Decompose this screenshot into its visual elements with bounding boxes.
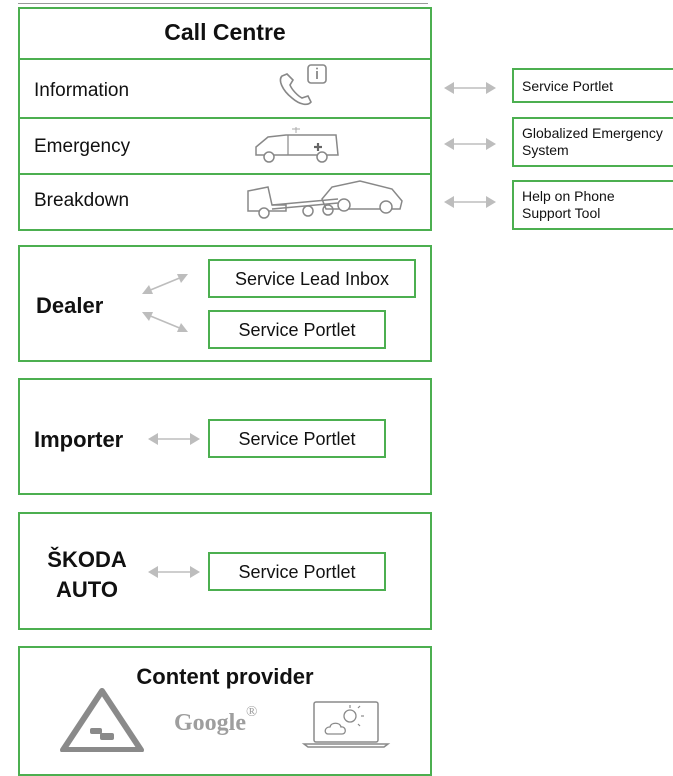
- row-emergency-label: Emergency: [34, 136, 131, 157]
- box-service-portlet-cc: Service Portlet: [512, 68, 673, 103]
- google-logo: Google®: [174, 704, 257, 737]
- box-help-on-phone: Help on Phone Support Tool: [512, 180, 673, 230]
- row-breakdown-label: Breakdown: [34, 190, 130, 211]
- box-service-portlet-importer: Service Portlet: [208, 419, 386, 458]
- call-centre-title: Call Centre: [164, 19, 286, 45]
- top-divider: [18, 3, 428, 4]
- weather-laptop-icon: [300, 700, 392, 748]
- skoda-title-line2: AUTO: [56, 577, 118, 602]
- arrow-dealer-1: [140, 271, 190, 297]
- call-centre-divider-3: [18, 173, 432, 175]
- arrow-skoda: [148, 565, 200, 579]
- call-centre-divider-1: [18, 58, 432, 60]
- registered-mark: ®: [246, 704, 258, 720]
- box-service-portlet-cc-label: Service Portlet: [522, 78, 614, 94]
- arrow-information: [444, 81, 496, 95]
- traffic-warning-icon: [60, 688, 144, 752]
- skoda-title-line1: ŠKODA: [47, 547, 127, 572]
- arrow-emergency: [444, 137, 496, 151]
- box-service-portlet-dealer-label: Service Portlet: [238, 320, 356, 340]
- row-information-label: Information: [34, 80, 130, 101]
- box-globalized-emergency: Globalized Emergency System: [512, 117, 673, 167]
- arrow-dealer-2: [140, 309, 190, 335]
- call-centre-panel: [18, 7, 432, 231]
- call-centre-divider-2: [18, 117, 432, 119]
- box-service-lead-inbox-label: Service Lead Inbox: [234, 269, 390, 289]
- importer-title: Importer: [34, 427, 124, 452]
- ambulance-icon: [252, 123, 344, 167]
- box-service-portlet-skoda: Service Portlet: [208, 552, 386, 591]
- google-text: Google: [174, 710, 246, 736]
- box-service-portlet-skoda-label: Service Portlet: [238, 562, 356, 582]
- box-service-portlet-dealer: Service Portlet: [208, 310, 386, 349]
- tow-truck-icon: [242, 177, 408, 221]
- arrow-importer: [148, 432, 200, 446]
- phone-info-icon: [274, 62, 334, 108]
- content-provider-title: Content provider: [136, 664, 314, 689]
- box-globalized-emergency-label: Globalized Emergency System: [522, 125, 663, 158]
- box-service-portlet-importer-label: Service Portlet: [238, 429, 356, 449]
- box-service-lead-inbox: Service Lead Inbox: [208, 259, 416, 298]
- skoda-title: ŠKODA AUTO: [32, 545, 142, 605]
- arrow-breakdown: [444, 195, 496, 209]
- box-help-on-phone-label: Help on Phone Support Tool: [522, 188, 615, 221]
- dealer-title: Dealer: [36, 293, 104, 318]
